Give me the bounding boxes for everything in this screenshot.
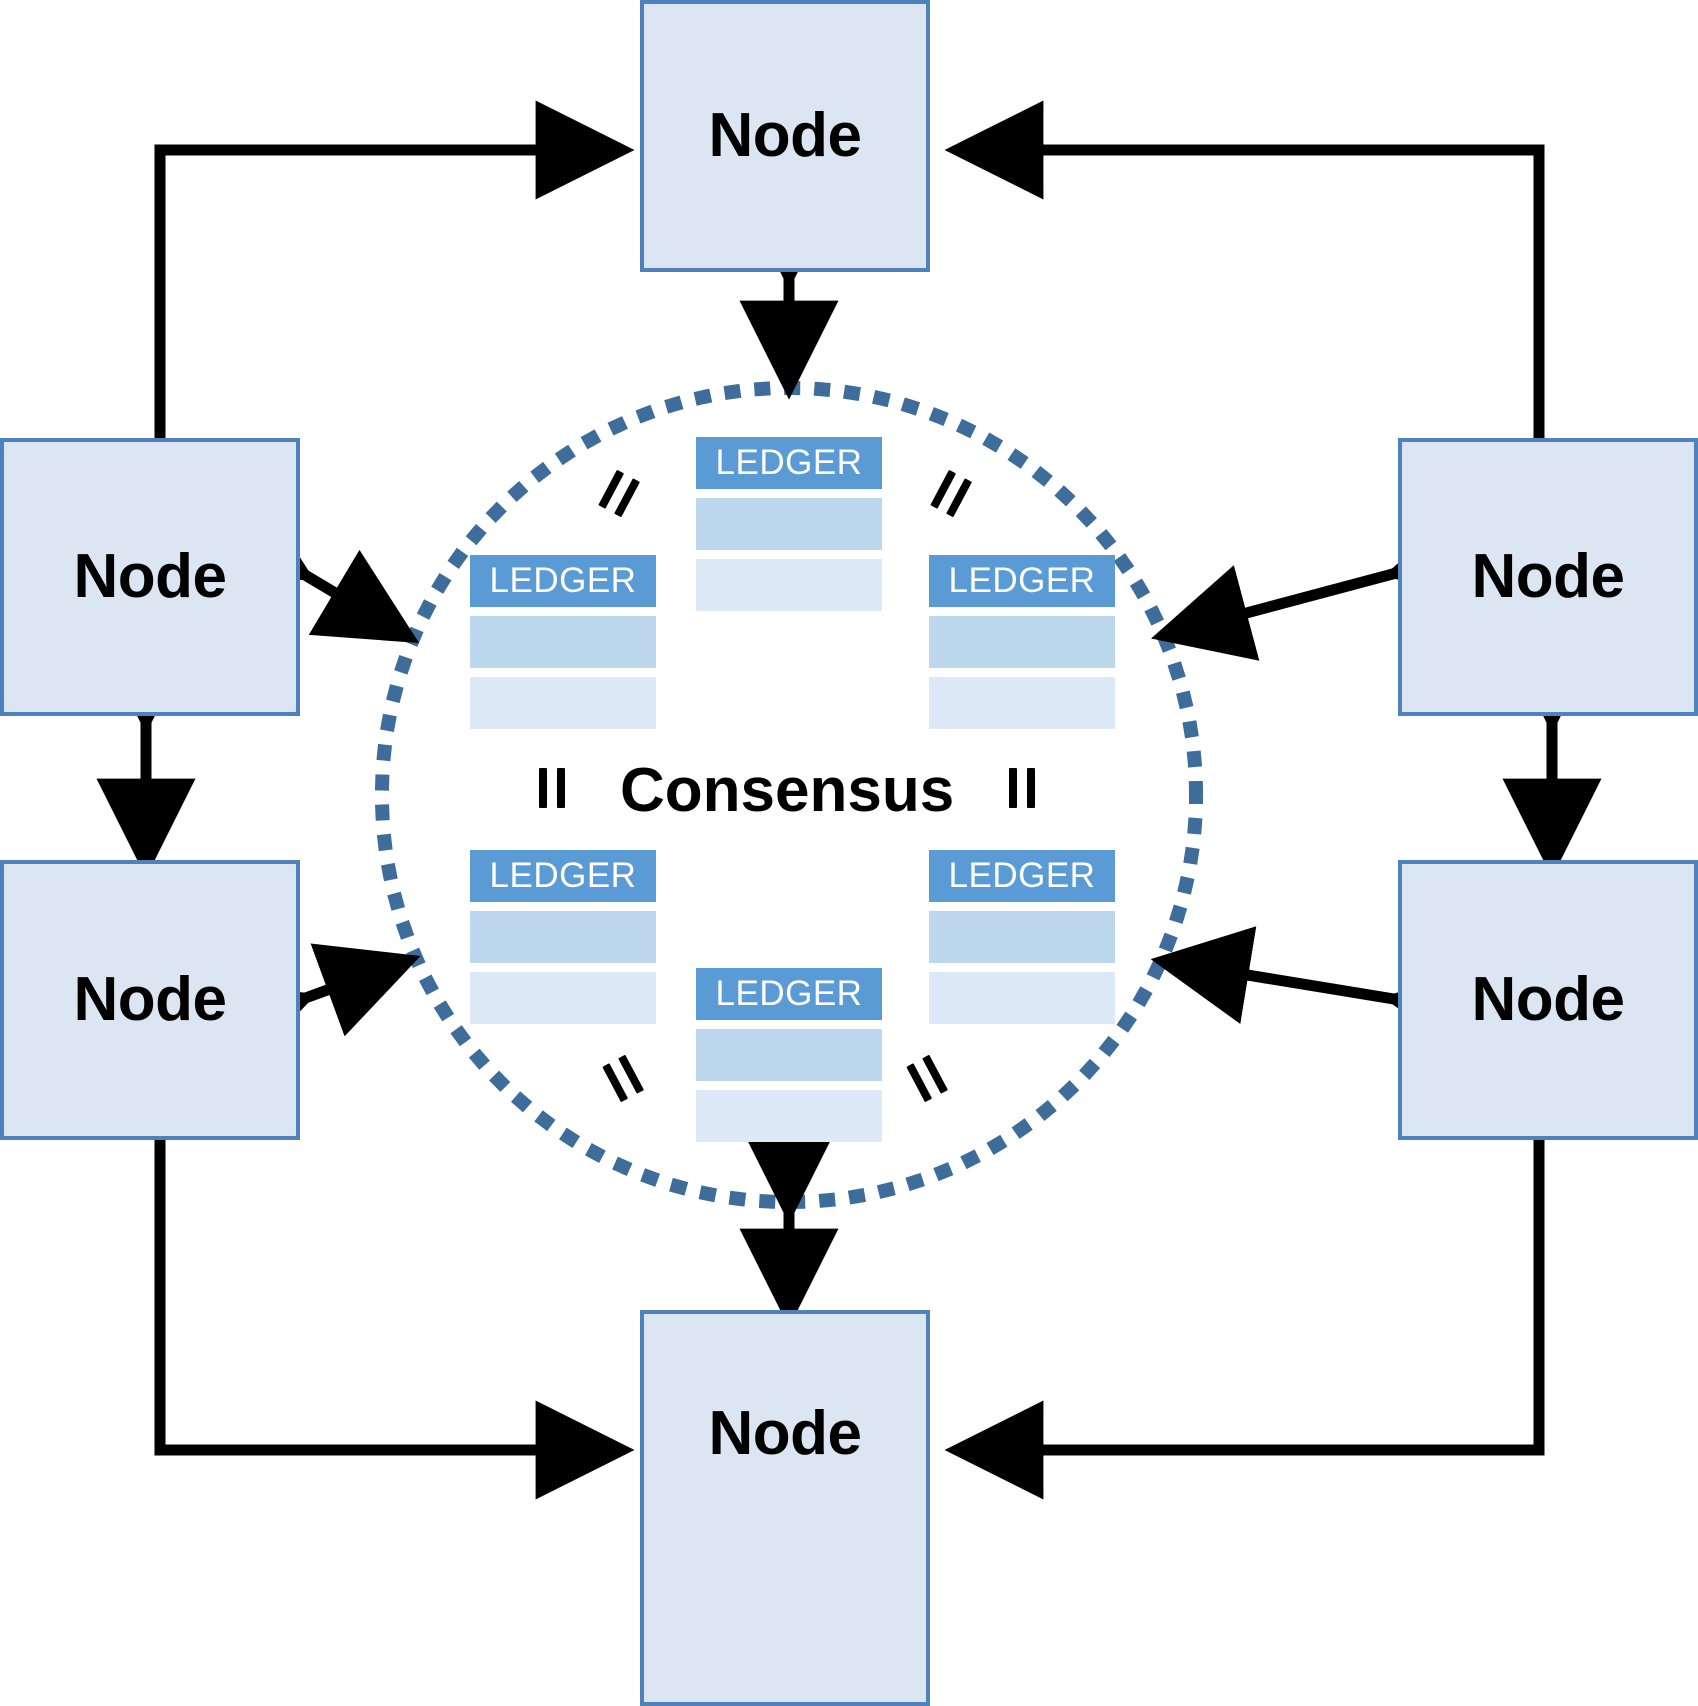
ledger-bottom-center[interactable]: LEDGER: [696, 968, 882, 1142]
ledger-lower-left-row-2: [470, 972, 656, 1024]
node-top[interactable]: Node: [640, 0, 930, 272]
node-bottom-label: Node: [708, 1399, 863, 1468]
node-right-lower[interactable]: Node: [1398, 860, 1698, 1140]
ledger-lower-right[interactable]: LEDGER: [929, 850, 1115, 1024]
ledger-lower-left-row-1: [470, 911, 656, 963]
connector-rightlower-to-circle: [1150, 926, 1489, 1063]
connector-leftupper-to-circle: [204, 487, 420, 644]
ledger-upper-right-row-2: [929, 677, 1115, 729]
ledger-upper-right[interactable]: LEDGER: [929, 555, 1115, 729]
ledger-lower-left-header: LEDGER: [470, 850, 656, 902]
ledger-upper-right-header: LEDGER: [929, 555, 1115, 607]
connector-leftlower-to-bottom: [154, 1140, 635, 1500]
ledger-top-center-row-1: [696, 498, 882, 550]
equals-icon-mid-left: [533, 768, 573, 808]
ledger-upper-left-row-1: [470, 616, 656, 668]
ledger-lower-left[interactable]: LEDGER: [470, 850, 656, 1024]
node-right-upper-label: Node: [1471, 542, 1626, 611]
ledger-upper-left-header: LEDGER: [470, 555, 656, 607]
connector-rightupper-to-top: [944, 100, 1545, 438]
ledger-bottom-center-row-2: [696, 1090, 882, 1142]
ledger-top-center-header: LEDGER: [696, 437, 882, 489]
ledger-top-center[interactable]: LEDGER: [696, 437, 882, 611]
connector-leftlower-to-circle: [206, 943, 421, 1075]
ledger-bottom-center-row-1: [696, 1029, 882, 1081]
node-left-upper[interactable]: Node: [0, 438, 300, 716]
node-left-lower-label: Node: [73, 965, 228, 1034]
node-right-upper[interactable]: Node: [1398, 438, 1698, 716]
ledger-upper-right-row-1: [929, 616, 1115, 668]
ledger-lower-right-row-2: [929, 972, 1115, 1024]
connector-rightlower-to-bottom: [944, 1140, 1545, 1500]
ledger-upper-left-row-2: [470, 677, 656, 729]
equals-icon-mid-right: [1003, 768, 1043, 808]
connector-rightupper-to-circle: [1150, 503, 1492, 661]
node-right-lower-label: Node: [1471, 965, 1626, 1034]
ledger-lower-right-row-1: [929, 911, 1115, 963]
ledger-upper-left[interactable]: LEDGER: [470, 555, 656, 729]
ledger-lower-right-header: LEDGER: [929, 850, 1115, 902]
ledger-bottom-center-header: LEDGER: [696, 968, 882, 1020]
node-bottom[interactable]: Node: [640, 1310, 930, 1706]
node-left-upper-label: Node: [73, 542, 228, 611]
connector-leftupper-to-top: [154, 100, 635, 438]
ledger-top-center-row-2: [696, 559, 882, 611]
node-left-lower[interactable]: Node: [0, 860, 300, 1140]
node-top-label: Node: [708, 101, 863, 170]
consensus-label: Consensus: [620, 756, 955, 825]
